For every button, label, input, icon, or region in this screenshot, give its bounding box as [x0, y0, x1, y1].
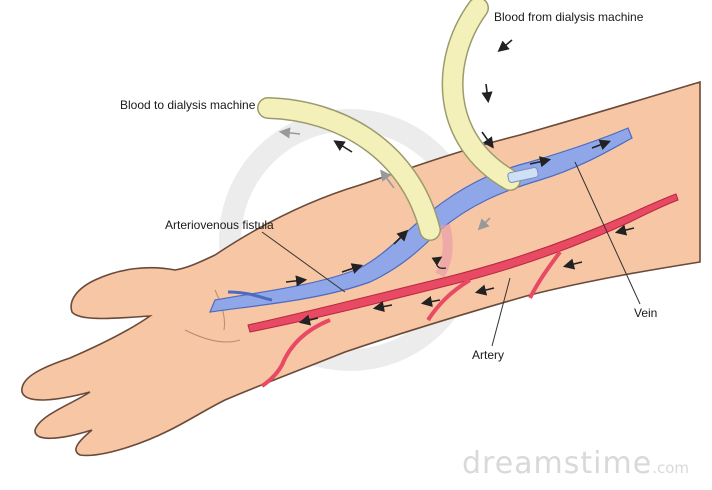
label-arteriovenous-fistula: Arteriovenous fistula [165, 218, 274, 232]
label-vein: Vein [634, 306, 657, 320]
arrow-flow [500, 40, 512, 50]
watermark-brand: dreamstime [462, 446, 652, 481]
watermark-suffix: .com [652, 459, 689, 477]
watermark: dreamstime.com [462, 446, 689, 481]
label-blood-to-machine: Blood to dialysis machine [120, 98, 255, 112]
arrow-flow [336, 142, 352, 152]
arrow-flow [486, 84, 488, 100]
label-artery: Artery [472, 348, 504, 362]
label-blood-from-machine: Blood from dialysis machine [494, 10, 643, 24]
